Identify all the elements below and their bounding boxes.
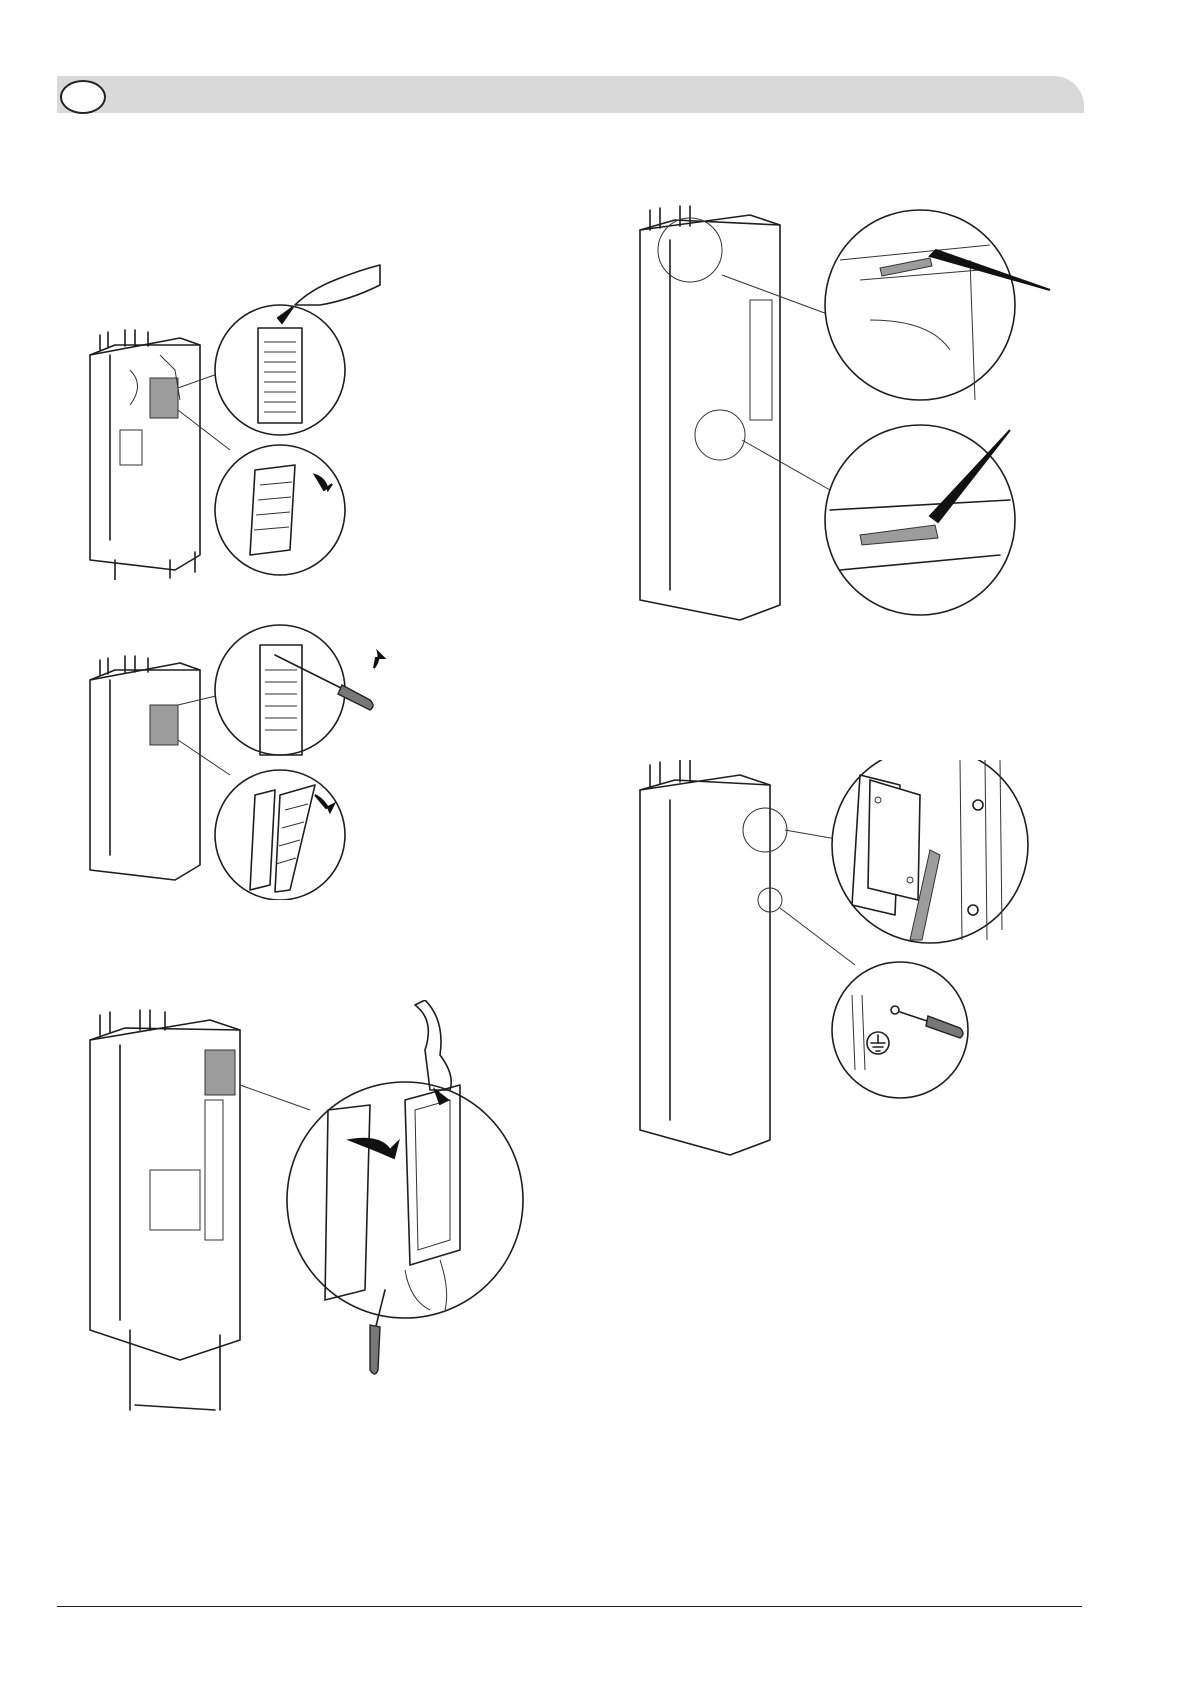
- rotate-arrow-icon: [374, 652, 384, 668]
- screw-icon: [973, 800, 983, 810]
- finger-press-icon: [295, 265, 380, 305]
- screw-icon: [968, 905, 978, 915]
- figure-display-unit: [80, 1000, 560, 1440]
- figure-display-panel-open: [80, 260, 420, 580]
- zoom-circle-cable-top: [825, 210, 1015, 400]
- figure-bracket-mount: [630, 760, 1090, 1180]
- display-panel: [150, 705, 178, 745]
- screw-icon: [891, 1006, 899, 1014]
- figure-cable-routing: [630, 200, 1060, 640]
- zoom-circle-cover-tilt: [215, 770, 345, 900]
- figure-cover-removal: [80, 600, 420, 900]
- zoom-circle-tilt: [215, 445, 345, 575]
- display-module: [205, 1050, 235, 1095]
- header-bar: [57, 76, 1084, 113]
- finger-press-icon: [415, 1000, 451, 1090]
- display-panel: [150, 378, 178, 418]
- earth-ground-icon: [867, 1032, 889, 1054]
- zoom-circle-press: [215, 305, 345, 435]
- unit-diagram-5: [630, 760, 1090, 1180]
- unit-diagram-2: [80, 600, 420, 900]
- unit-diagram-4: [630, 200, 1060, 640]
- unit-diagram-3: [80, 1000, 560, 1440]
- language-badge: [60, 80, 106, 114]
- unit-diagram-1: [80, 260, 420, 580]
- footer-rule: [57, 1606, 1082, 1607]
- zoom-circle-cable-bottom: [825, 425, 1015, 615]
